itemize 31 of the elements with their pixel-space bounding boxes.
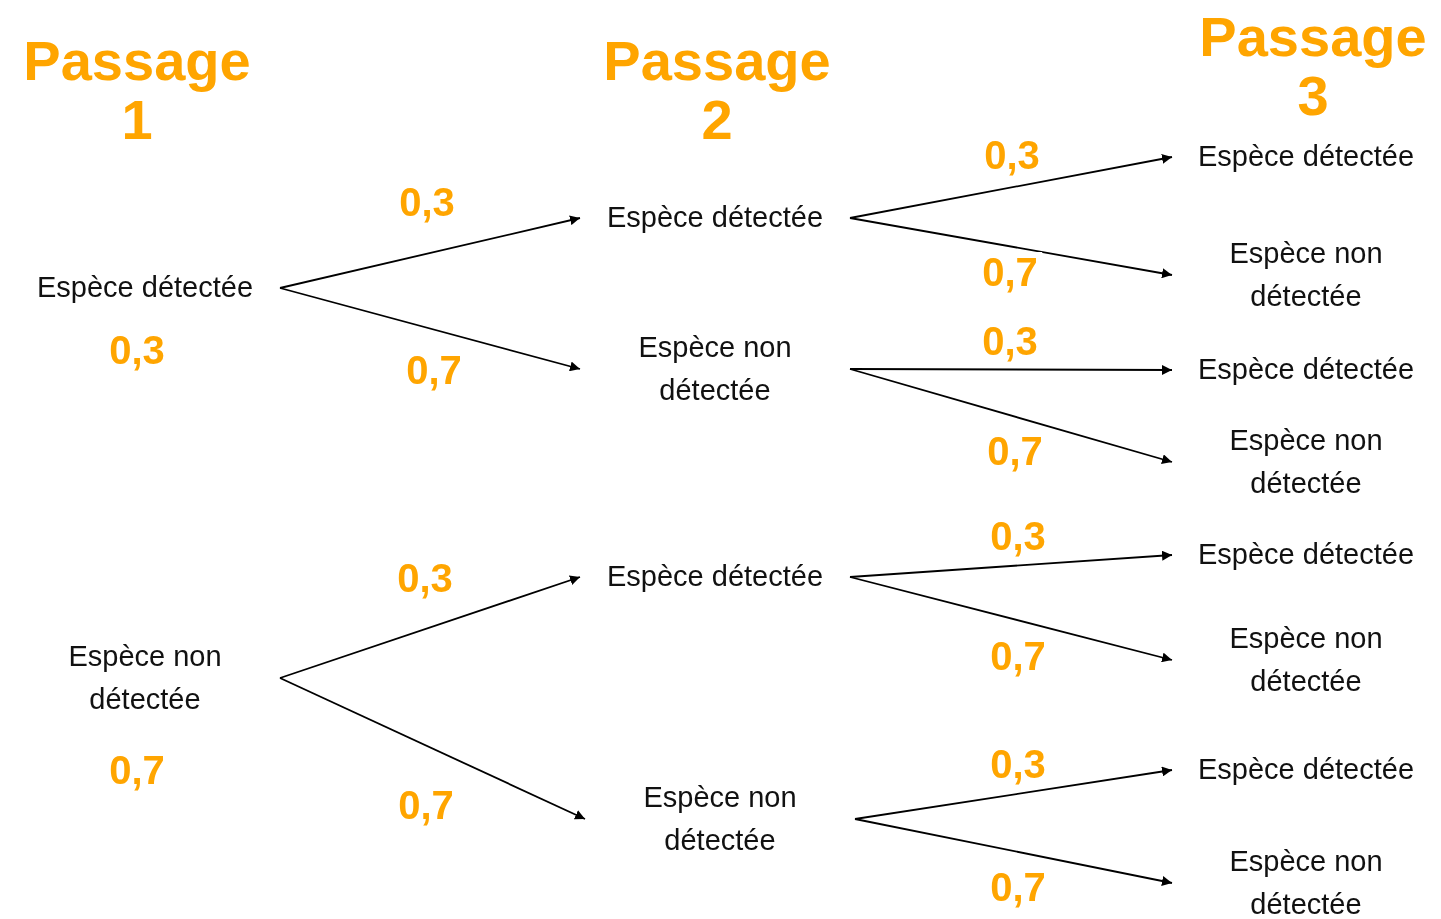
arrow — [849, 550, 1173, 578]
outcome-label: Espèce détectée — [1196, 139, 1415, 175]
outcome-label: Espèce détectée — [605, 200, 824, 236]
probability-label: 0,3 — [108, 330, 166, 370]
column-heading: Passage 1 — [22, 32, 252, 150]
outcome-label: Espèce détectée — [605, 559, 824, 595]
outcome-label: Espèce détectée — [1196, 537, 1415, 573]
outcome-label: Espèce détectée — [1196, 352, 1415, 388]
arrow — [279, 677, 586, 820]
outcome-label: Espèce non détectée — [1228, 620, 1384, 699]
probability-label: 0,7 — [108, 750, 166, 790]
arrow — [279, 575, 581, 679]
arrow — [849, 576, 1173, 663]
arrow — [849, 364, 1173, 375]
column-heading: Passage 3 — [1198, 8, 1428, 126]
outcome-label: Espèce non détectée — [1228, 235, 1384, 314]
outcome-label: Espèce non détectée — [642, 779, 798, 858]
arrow — [279, 287, 581, 372]
outcome-label: Espèce non détectée — [637, 329, 793, 408]
outcome-label: Espèce détectée — [1196, 752, 1415, 788]
outcome-label: Espèce détectée — [35, 270, 254, 306]
column-heading: Passage 2 — [602, 32, 832, 150]
arrow — [849, 217, 1173, 279]
outcome-label: Espèce non détectée — [1228, 422, 1384, 501]
outcome-label: Espèce non détectée — [67, 638, 223, 717]
arrow — [854, 818, 1173, 886]
arrow — [849, 153, 1173, 219]
arrow — [849, 368, 1173, 465]
outcome-label: Espèce non détectée — [1228, 843, 1384, 919]
arrow — [279, 215, 581, 289]
arrow — [854, 766, 1173, 820]
